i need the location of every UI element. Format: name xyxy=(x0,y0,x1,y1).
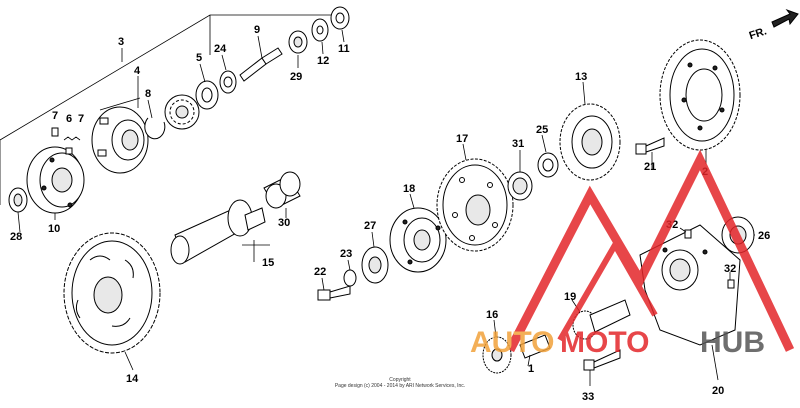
callout-5: 5 xyxy=(196,52,202,64)
watermark-text-auto: AUTO xyxy=(470,326,554,359)
callout-21: 21 xyxy=(644,161,656,173)
callout-9: 9 xyxy=(254,24,260,36)
clutch-hub-18 xyxy=(389,207,447,273)
callout-17: 17 xyxy=(456,133,468,145)
callout-3: 3 xyxy=(118,36,124,48)
callout-14: 14 xyxy=(126,373,139,385)
callout-27: 27 xyxy=(364,220,376,232)
callout-10: 10 xyxy=(48,223,60,235)
watermark-triangle-icon xyxy=(506,149,795,353)
leader-lines xyxy=(17,29,755,386)
bolt-33 xyxy=(583,349,621,371)
callout-8: 8 xyxy=(145,88,151,100)
callout-33: 33 xyxy=(582,391,594,403)
callout-7a: 7 xyxy=(52,110,58,122)
small-sprocket xyxy=(164,94,200,130)
callout-11: 11 xyxy=(338,43,350,55)
callout-13: 13 xyxy=(575,71,587,83)
callout-20: 20 xyxy=(712,385,724,397)
gear-16 xyxy=(482,336,512,374)
copyright-line-1: Copyright xyxy=(389,377,411,383)
watermark-text-moto: MOTO xyxy=(560,326,649,359)
callout-31: 31 xyxy=(512,138,524,150)
callout-19: 19 xyxy=(564,291,576,303)
copyright-line-2: Page design (c) 2004 - 2014 by ARI Netwo… xyxy=(335,383,465,389)
washer-24 xyxy=(219,70,237,94)
bolt-21 xyxy=(635,137,665,155)
callout-7b: 7 xyxy=(78,113,84,125)
callout-28: 28 xyxy=(10,231,22,243)
collar-1 xyxy=(519,334,551,359)
clutch-plate xyxy=(91,106,149,174)
front-direction-indicator: FR. xyxy=(748,8,799,42)
copyright-footer: Copyright Page design (c) 2004 - 2014 by… xyxy=(335,377,465,389)
callout-22: 22 xyxy=(314,266,326,278)
callout-24: 24 xyxy=(214,43,227,55)
dowel-pins-32 xyxy=(684,229,735,289)
front-arrow-icon xyxy=(771,8,799,28)
callout-1: 1 xyxy=(528,363,534,375)
large-gear-14 xyxy=(63,232,161,354)
gearbox-housing-20 xyxy=(639,224,741,346)
pinion-19 xyxy=(572,299,631,340)
washers-11-12 xyxy=(311,6,350,42)
gear-13 xyxy=(559,103,621,181)
shaft-9 xyxy=(239,47,283,82)
bearing-27-washer-23 xyxy=(343,246,389,287)
watermark-inner-triangle-icon xyxy=(557,238,658,342)
washer-25 xyxy=(537,152,559,178)
callout-25: 25 xyxy=(536,124,548,136)
washer-5 xyxy=(195,80,219,110)
splined-shaft-15 xyxy=(170,199,266,265)
bolt-22 xyxy=(317,285,351,301)
callout-29: 29 xyxy=(290,71,302,83)
needle-bearing-31 xyxy=(507,171,533,201)
callout-15: 15 xyxy=(262,257,274,269)
callout-30: 30 xyxy=(278,217,290,229)
callout-32b: 32 xyxy=(724,263,736,275)
callout-4: 4 xyxy=(134,65,141,77)
gear-17 xyxy=(436,158,514,252)
callout-12: 12 xyxy=(317,55,329,67)
callouts: 1 2 3 4 5 6 7 7 8 9 10 11 12 13 14 15 16… xyxy=(10,24,770,403)
bearing-28 xyxy=(8,187,28,213)
direction-label: FR. xyxy=(748,25,769,42)
watermark-text-hub: HUB xyxy=(700,326,765,359)
bearing-29 xyxy=(288,30,308,54)
callout-26: 26 xyxy=(758,230,770,242)
clutch-drum xyxy=(26,146,85,214)
callout-18: 18 xyxy=(403,183,415,195)
circlip-8 xyxy=(144,117,166,140)
springs-and-pins xyxy=(51,127,81,155)
collar-30 xyxy=(263,171,301,209)
ring-gear-2 xyxy=(659,39,741,151)
callout-23: 23 xyxy=(340,248,352,260)
callout-6: 6 xyxy=(66,113,72,125)
assembly-bracket xyxy=(0,14,340,205)
watermark-logo: AUTO MOTO HUB xyxy=(470,149,795,359)
callout-16: 16 xyxy=(486,309,498,321)
